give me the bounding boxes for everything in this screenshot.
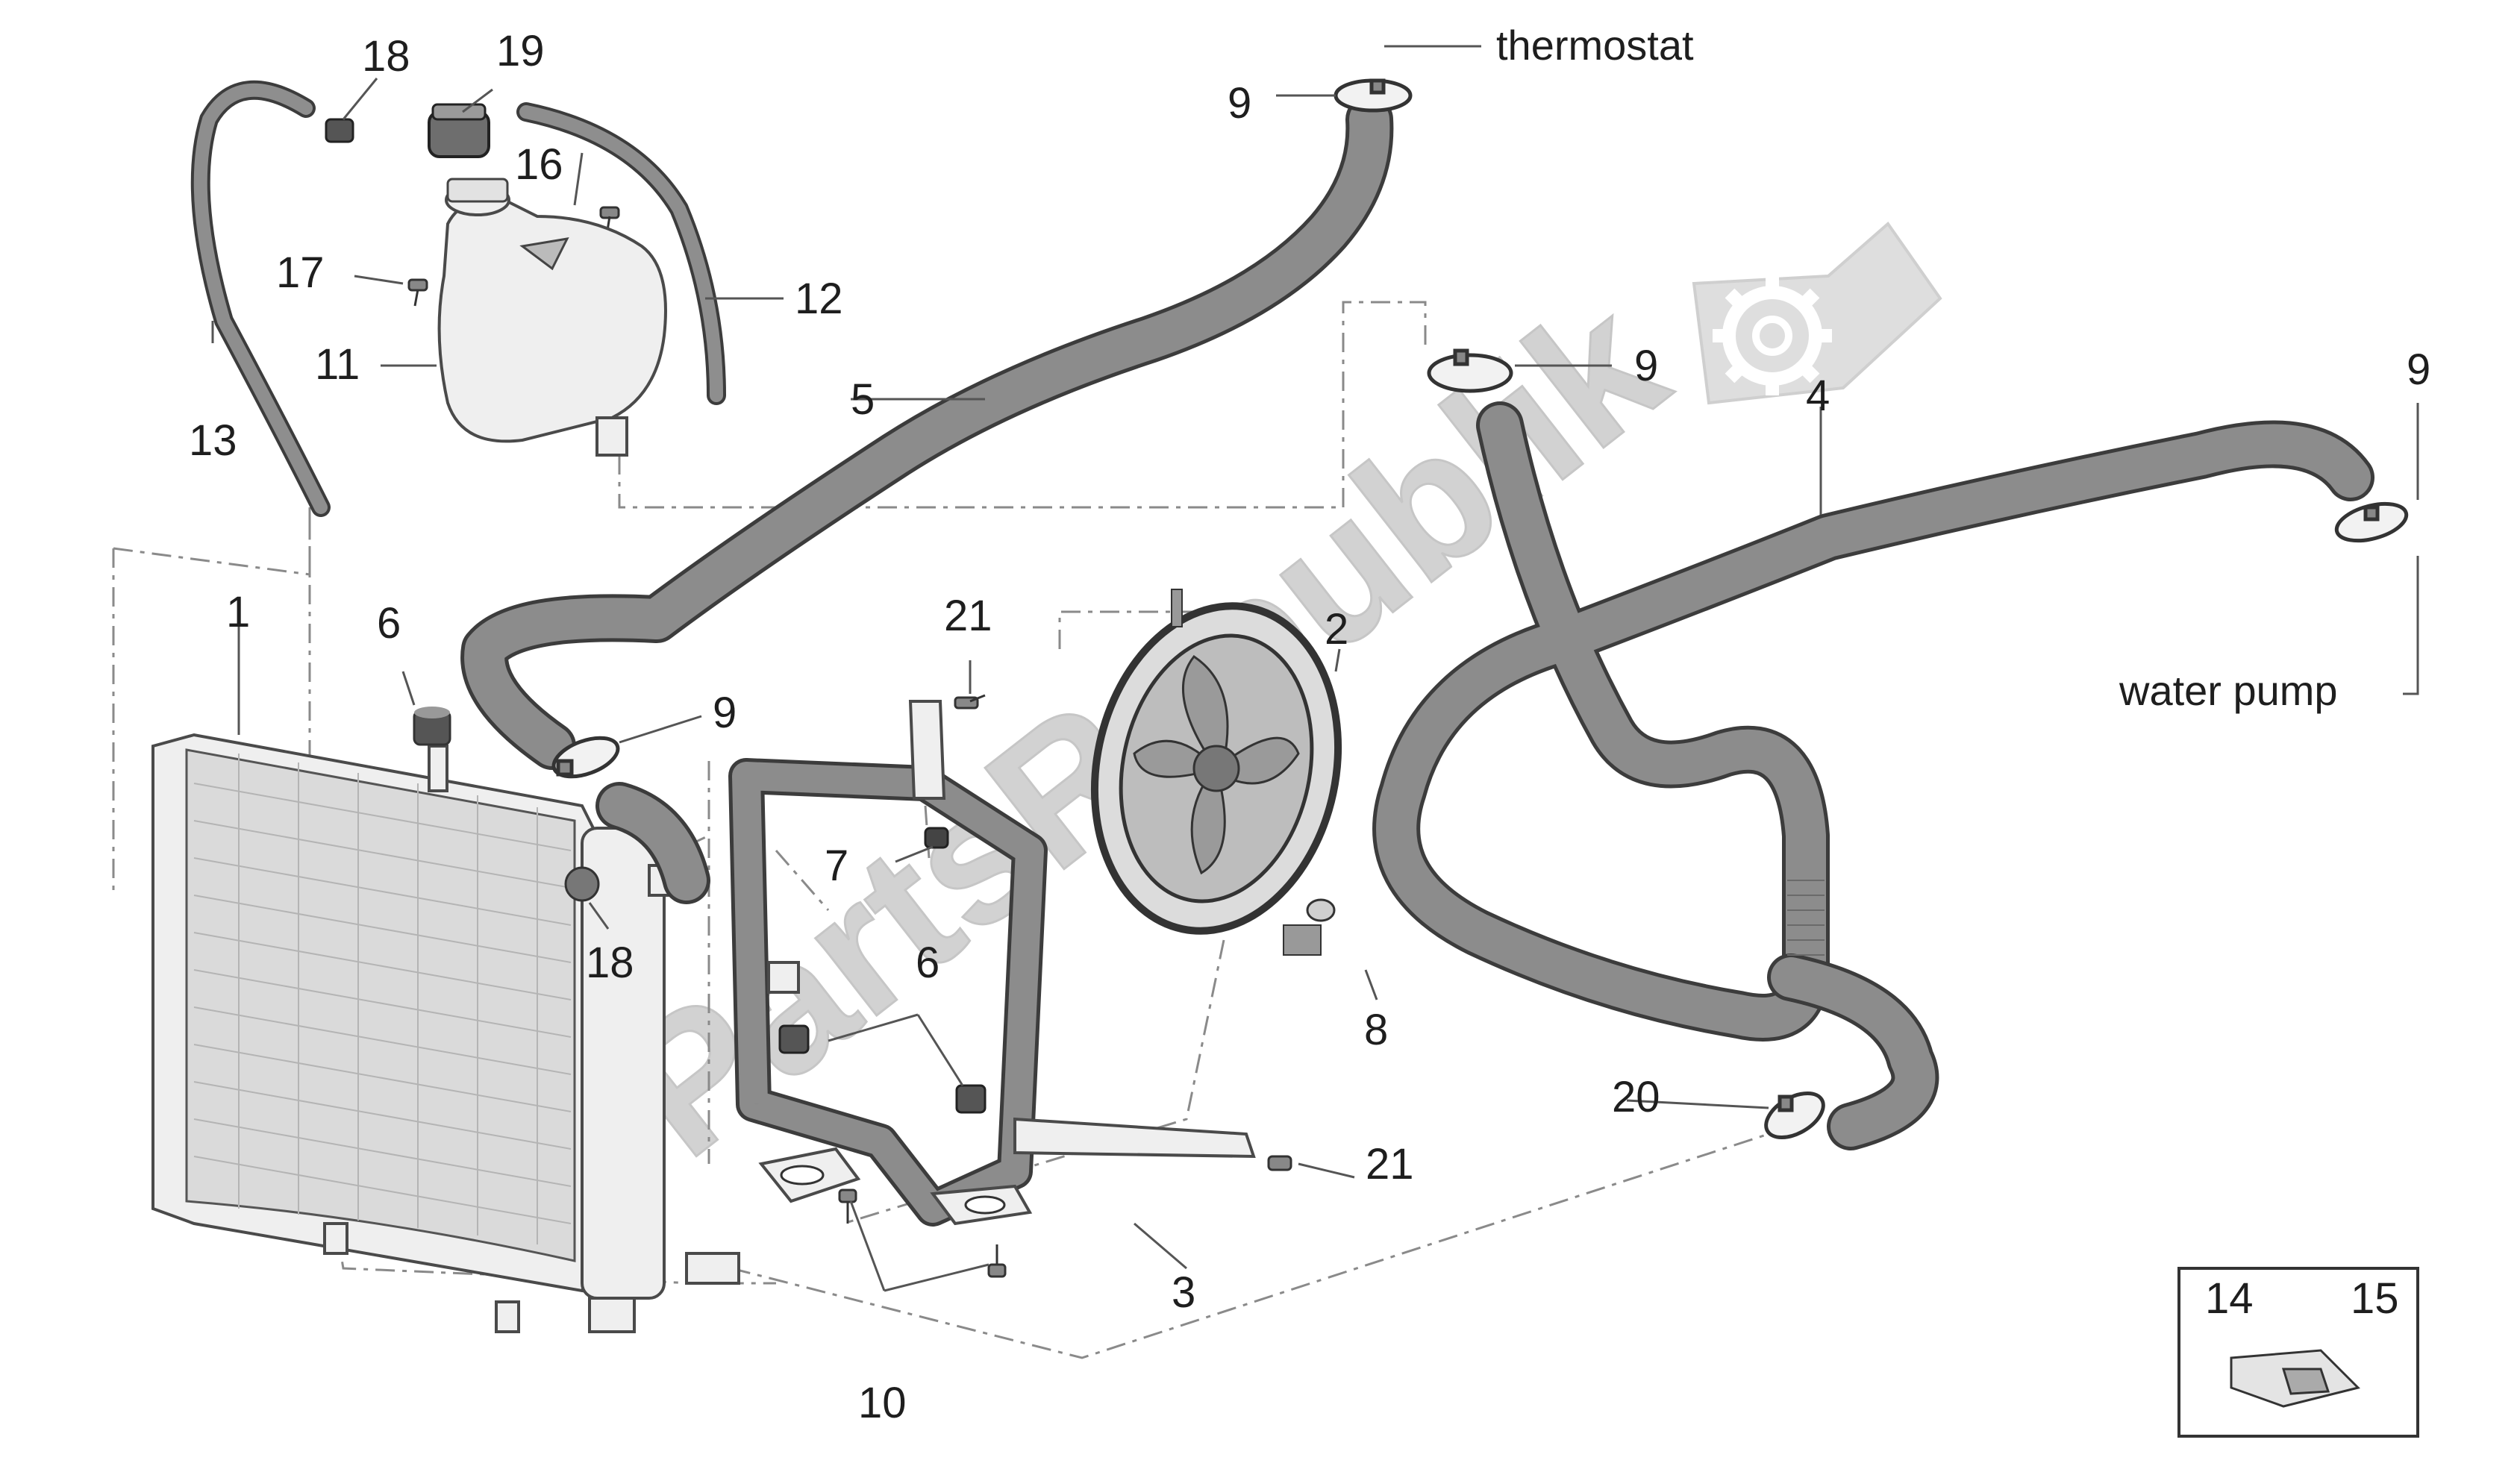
gear-icon (1713, 276, 1832, 395)
flag-icon (1692, 222, 1942, 405)
callout-13: 13 (189, 416, 237, 465)
label-thermostat: thermostat (1496, 22, 1694, 69)
callout-4: 4 (1806, 372, 1830, 420)
radiator (151, 733, 740, 1333)
callout-7: 7 (825, 842, 848, 890)
plug-18-top (325, 118, 354, 143)
callout-1: 1 (226, 588, 250, 636)
callout-18-top: 18 (362, 32, 410, 81)
hose-12 (516, 102, 726, 405)
screw-21-right (1267, 1155, 1292, 1171)
callout-6-bracket: 6 (916, 939, 939, 987)
callout-9-hose4: 9 (1634, 342, 1658, 390)
fan-bracket (728, 700, 1256, 1227)
callout-2: 2 (1325, 605, 1348, 654)
expansion-tank (437, 178, 667, 457)
screw-10-a (838, 1188, 857, 1224)
screw-21-top (954, 694, 986, 710)
callout-12: 12 (795, 275, 843, 323)
hose-5 (460, 95, 1394, 770)
callout-16: 16 (515, 140, 563, 189)
callout-10: 10 (858, 1379, 907, 1427)
callout-15: 15 (2351, 1274, 2399, 1323)
screw-10-b (987, 1244, 1007, 1278)
radiator-outlet-hose (595, 782, 710, 904)
bushing-6-top (413, 707, 451, 746)
callout-20: 20 (1612, 1073, 1660, 1121)
callout-9-thermostat: 9 (1228, 79, 1251, 128)
callout-5: 5 (851, 375, 875, 424)
callout-18-radiator: 18 (586, 939, 634, 987)
leader-lines (211, 45, 2419, 1292)
grommet-8 (1306, 898, 1336, 922)
callout-17: 17 (276, 248, 325, 297)
callout-8: 8 (1364, 1006, 1388, 1054)
callout-14: 14 (2205, 1274, 2254, 1323)
callout-3: 3 (1172, 1268, 1195, 1317)
callout-11: 11 (315, 340, 360, 389)
clamp-9-thermostat (1334, 78, 1413, 113)
callouts: 1 2 3 4 5 6 6 7 8 9 9 9 9 10 11 12 13 14… (189, 22, 2430, 1427)
hose-4 (1372, 401, 2374, 1150)
callout-9-pump: 9 (2407, 345, 2430, 394)
rubber-mounts (778, 827, 987, 1114)
clamp-9-pump (2334, 501, 2409, 543)
clamp-9-hose4 (1427, 348, 1513, 393)
callout-21-top: 21 (944, 592, 992, 640)
inset-box (2177, 1267, 2419, 1438)
callout-19: 19 (496, 27, 545, 75)
clamp-20 (1764, 1091, 1825, 1140)
callout-21-right: 21 (1366, 1140, 1414, 1188)
cap-19 (428, 103, 490, 158)
hose-13 (190, 80, 331, 517)
callout-9-radiator: 9 (713, 689, 737, 737)
cap-18-radiator (564, 866, 600, 902)
screw-17 (407, 278, 428, 307)
fan-assembly (1090, 589, 1342, 956)
clamp-9-radiator (551, 736, 620, 779)
label-water-pump: water pump (2119, 667, 2338, 714)
callout-6-top: 6 (377, 599, 401, 648)
